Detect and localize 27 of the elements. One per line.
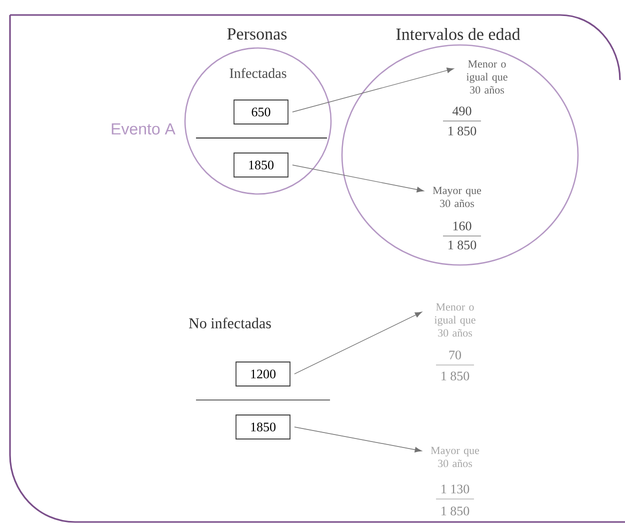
highlight-circle	[184, 47, 332, 195]
arrow	[292, 164, 424, 192]
denominator: 1 850	[442, 506, 470, 516]
event-label: Evento A	[112, 123, 176, 135]
group-label: No infectadas	[189, 318, 271, 328]
numerator: 70	[449, 350, 461, 360]
age-interval-text: Mayor que 30 años	[430, 446, 480, 468]
number-box: 1200	[236, 362, 290, 386]
number-box: 1850	[236, 414, 290, 440]
numerator: 160	[453, 222, 472, 230]
arrow	[292, 68, 454, 112]
number-box: 650	[234, 100, 288, 124]
denominator: 1 850	[448, 240, 476, 250]
denominator: 1 850	[442, 372, 470, 380]
age-interval-text: Menor o igual que 30 años	[434, 303, 476, 337]
arrow	[294, 312, 422, 374]
number-box: 1850	[234, 152, 288, 178]
group-label: Infectadas	[230, 68, 286, 78]
column-heading: Intervalos de edad	[396, 28, 520, 40]
denominator: 1 850	[448, 126, 476, 136]
numerator: 490	[452, 106, 472, 116]
age-interval-text: Mayor que 30 años	[432, 186, 482, 208]
column-heading: Personas	[227, 28, 287, 40]
age-interval-text: Menor o igual que 30 años	[466, 60, 508, 94]
numerator: 1 130	[442, 484, 470, 494]
highlight-circle	[341, 44, 579, 266]
arrow	[294, 426, 422, 452]
